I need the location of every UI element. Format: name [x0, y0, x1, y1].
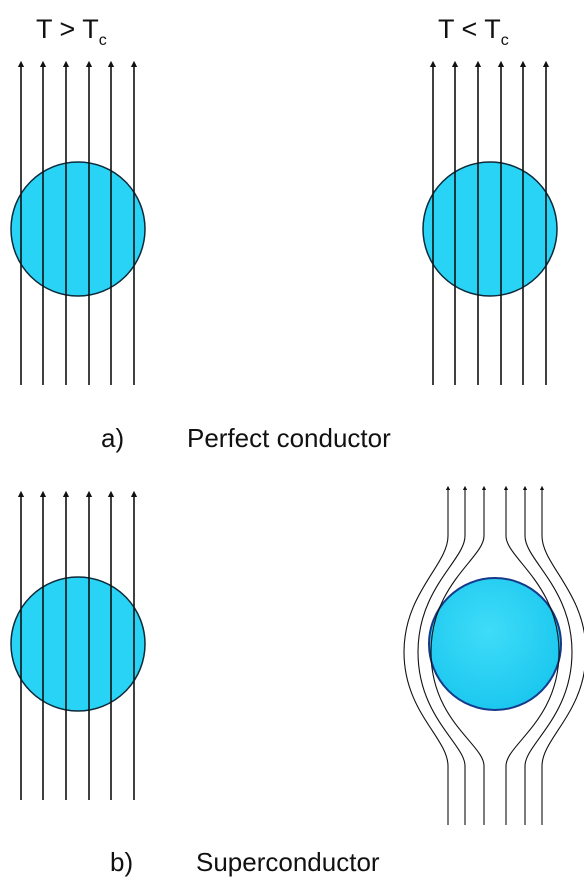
- field-line-expelled: [522, 485, 573, 825]
- field-line-expelled: [503, 485, 560, 825]
- superconductor-sphere-cold: [428, 577, 562, 711]
- panel-a-label: a): [101, 423, 124, 453]
- panel-a-right-heading: T < Tc: [438, 14, 509, 49]
- perfect-conductor-sphere-warm: [10, 161, 146, 297]
- field-line-expelled: [417, 485, 468, 825]
- field-lines-b-left: [17, 490, 138, 800]
- panel-a-caption: Perfect conductor: [187, 423, 391, 453]
- field-lines-b-right: [403, 485, 584, 825]
- panel-a-left-heading: T > Tc: [36, 14, 107, 49]
- field-line-expelled: [403, 485, 451, 825]
- panel-b-caption: Superconductor: [196, 847, 380, 877]
- superconductor-sphere-warm: [10, 576, 146, 712]
- field-lines-a-right: [429, 60, 550, 385]
- field-line-expelled: [430, 485, 487, 825]
- field-lines-a-left: [17, 60, 138, 385]
- panel-b-label: b): [110, 847, 133, 877]
- field-line-expelled: [539, 485, 584, 825]
- perfect-conductor-sphere-cold: [422, 161, 558, 297]
